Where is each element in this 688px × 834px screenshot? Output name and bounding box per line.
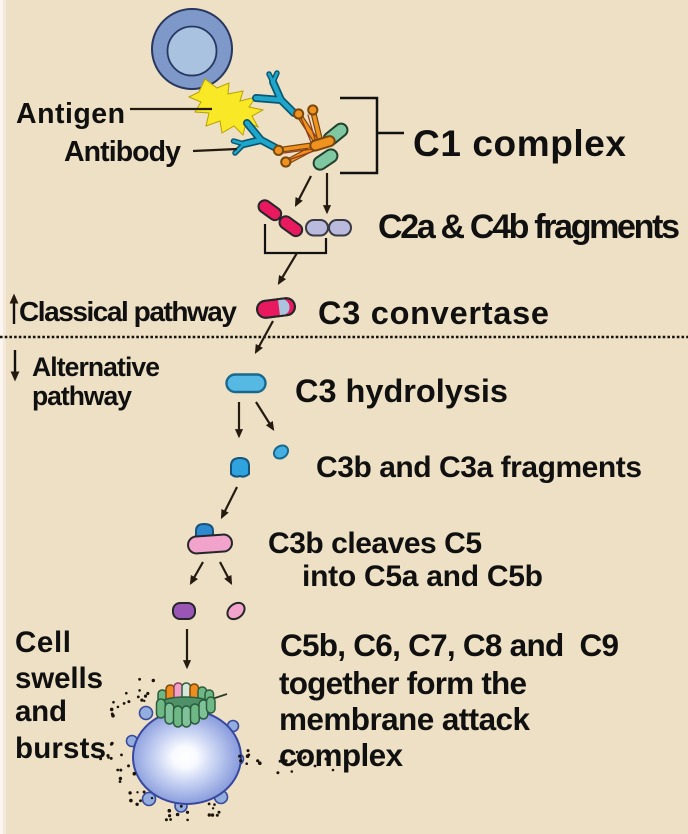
svg-text:bursts: bursts: [15, 732, 106, 765]
svg-text:Cell: Cell: [15, 626, 71, 659]
svg-text:into C5a and C5b: into C5a and C5b: [302, 560, 543, 593]
svg-text:swells: swells: [15, 662, 103, 695]
svg-text:C2a & C4b fragments: C2a & C4b fragments: [378, 208, 680, 246]
svg-text:together form the: together form the: [279, 665, 527, 701]
svg-text:C1 complex: C1 complex: [413, 123, 626, 164]
svg-text:and: and: [15, 695, 67, 728]
svg-text:membrane attack: membrane attack: [279, 701, 530, 737]
svg-text:C3b cleaves C5: C3b cleaves C5: [268, 527, 482, 560]
svg-text:C5b, C6, C7, C8 and C9: C5b, C6, C7, C8 and C9: [280, 627, 619, 663]
svg-text:Antibody: Antibody: [64, 136, 181, 168]
svg-text:C3b and C3a fragments: C3b and C3a fragments: [316, 451, 642, 484]
svg-text:pathway: pathway: [32, 381, 132, 411]
svg-text:Antigen: Antigen: [16, 98, 125, 130]
svg-text:Alternative: Alternative: [32, 352, 160, 382]
svg-text:C3 hydrolysis: C3 hydrolysis: [295, 373, 508, 409]
svg-text:complex: complex: [279, 737, 403, 773]
svg-text:Classical pathway: Classical pathway: [19, 296, 237, 327]
svg-text:C3 convertase: C3 convertase: [318, 295, 549, 331]
